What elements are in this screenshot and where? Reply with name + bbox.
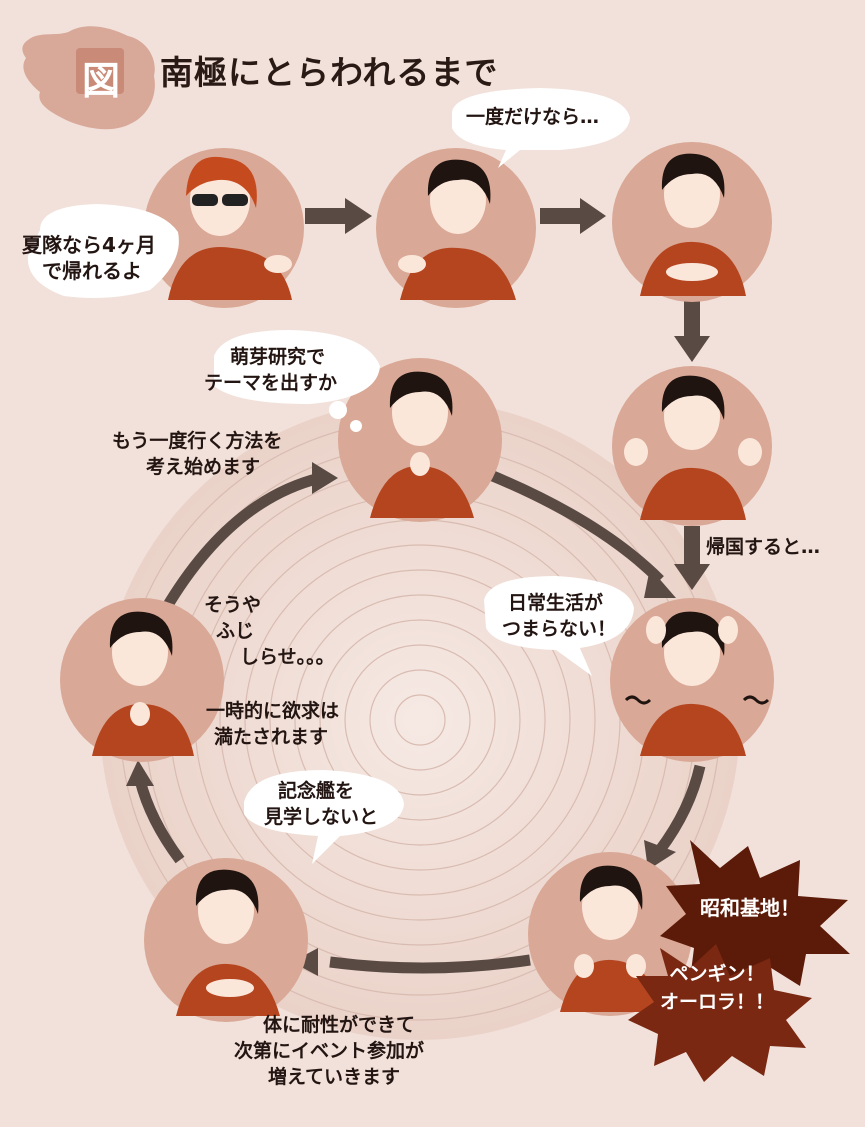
person-hesitate-icon [398, 159, 516, 300]
cycle-arrow-relief-to-scheme [160, 472, 322, 613]
bubble-memorial-ship-text: 記念艦を 見学しないと [264, 780, 379, 828]
arrow-down-2 [674, 526, 710, 590]
page-title: 南極にとらわれるまで [160, 53, 499, 92]
cycle-arrow-bored-to-craving [655, 764, 706, 854]
burst-stars [628, 840, 850, 1082]
bubble-summer-team-text: 夏隊なら4ヶ月 で帰れるよ [22, 233, 156, 283]
arrow-right-1 [305, 198, 372, 234]
bubble-research-text: 萌芽研究で テーマを出すか [204, 346, 338, 394]
caption-after-return: 帰国すると… [706, 536, 821, 558]
bubble-summer-team [27, 204, 179, 298]
cycle-arrows [134, 468, 706, 974]
figure-badge-label: 図 [81, 59, 120, 103]
people [92, 153, 770, 1016]
person-recruiter-icon [168, 156, 292, 300]
thought-dot-2 [350, 420, 362, 432]
person-relief-icon [92, 611, 194, 756]
bubble-just-once [452, 88, 630, 168]
person-decide-icon [640, 153, 746, 296]
bubble-bored [484, 576, 634, 676]
person-bored-icon [624, 611, 770, 756]
cycle-arrow-scheme-to-bored [485, 468, 664, 584]
caption-ship-names: そうや ふじ しらせ。。。 [204, 594, 335, 668]
star-showa-text: 昭和基地！ [700, 896, 800, 920]
person-excited-icon [624, 375, 762, 520]
flow-arrows [305, 198, 710, 590]
figure-badge-box [76, 48, 124, 94]
arrow-right-2 [540, 198, 606, 234]
bubble-bored-text: 日常生活が つまらない！ [502, 592, 617, 640]
speech-bubbles [27, 88, 634, 864]
caption-tolerance: 体に耐性ができて 次第にイベント参加が 増えていきます [234, 1014, 425, 1088]
cycle-arrow-craving-to-tolerance [329, 954, 531, 974]
bubble-research [214, 330, 380, 404]
bubble-just-once-text: 一度だけなら… [466, 106, 600, 128]
cycle-arrow-tolerance-to-relief [134, 778, 185, 864]
arrow-down-1 [674, 300, 710, 362]
thought-dot-1 [329, 401, 347, 419]
caption-one-more-time: もう一度行く方法を 考え始めます [112, 430, 283, 478]
caption-temporary-relief: 一時的に欲求は 満たされます [206, 700, 340, 748]
bubble-memorial-ship [244, 770, 404, 864]
person-tolerance-icon [176, 869, 280, 1016]
person-scheme-icon [370, 371, 474, 518]
cycle-arrowheads [126, 462, 676, 976]
person-craving-icon [560, 865, 664, 1012]
star-penguin-aurora [628, 944, 812, 1082]
star-penguin-aurora-text: ペンギン！ オーロラ！！ [660, 963, 775, 1013]
